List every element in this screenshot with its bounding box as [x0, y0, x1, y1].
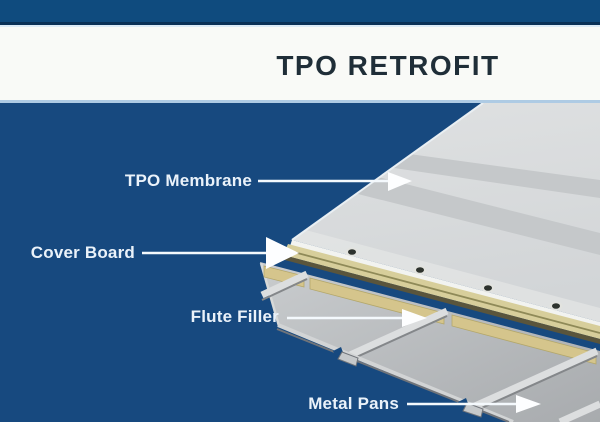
- metal-pans-arrow: [407, 395, 541, 413]
- cover-board-seam-line: [285, 249, 600, 334]
- cover-board-layer: [281, 244, 600, 344]
- tpo-membrane-label: TPO Membrane: [124, 171, 252, 190]
- membrane-seam-stripe: [380, 150, 600, 198]
- membrane-top-edge: [291, 102, 484, 241]
- cover-board-label: Cover Board: [30, 243, 135, 262]
- cover-board-arrow: [142, 237, 299, 269]
- title-band: [0, 25, 600, 103]
- membrane-seam-stripe: [350, 170, 600, 255]
- flute-filler-label: Flute Filler: [190, 307, 279, 326]
- fastener-dots: [345, 247, 563, 311]
- flute-filler-arrow: [287, 309, 427, 327]
- pan-ribs: [260, 270, 600, 422]
- cover-board-shadow: [281, 255, 600, 344]
- tpo-membrane-arrow: [258, 172, 412, 191]
- pan-front-edge: [276, 323, 514, 422]
- callout-arrows: [142, 172, 541, 413]
- top-navy-bar: [0, 0, 600, 25]
- page-title: TPO RETROFIT: [276, 50, 500, 81]
- metal-pans-label: Metal Pans: [308, 394, 399, 413]
- membrane-edge-highlight: [292, 228, 600, 322]
